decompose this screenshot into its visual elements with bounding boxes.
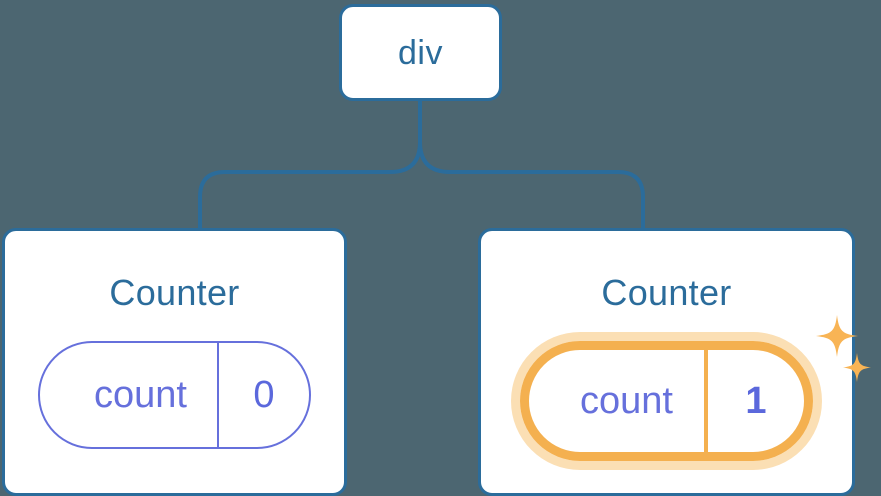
sparkle-small-icon bbox=[843, 353, 871, 382]
edge-root-to-right-child bbox=[418, 98, 645, 230]
state-pill-right[interactable]: count 1 bbox=[520, 315, 871, 461]
state-pill-left[interactable]: count 0 bbox=[38, 341, 311, 449]
state-pill-left-value: 0 bbox=[217, 343, 309, 447]
state-pill-right-value: 1 bbox=[704, 350, 804, 452]
node-counter-right-title: Counter bbox=[601, 272, 732, 313]
node-counter-left-title: Counter bbox=[109, 272, 240, 313]
sparkle-large-icon bbox=[816, 315, 858, 357]
state-pill-left-body: count 0 bbox=[38, 341, 311, 449]
node-div[interactable]: div bbox=[339, 4, 502, 101]
node-div-label: div bbox=[398, 33, 443, 72]
edge-root-to-left-child bbox=[198, 98, 422, 230]
node-counter-left[interactable]: Counter count 0 bbox=[2, 228, 347, 496]
node-counter-right[interactable]: Counter count 1 bbox=[478, 228, 871, 496]
sparkle-group bbox=[811, 313, 873, 387]
state-pill-left-key: count bbox=[94, 374, 187, 416]
state-pill-right-body: count 1 bbox=[520, 341, 813, 461]
state-pill-right-key: count bbox=[580, 380, 673, 422]
